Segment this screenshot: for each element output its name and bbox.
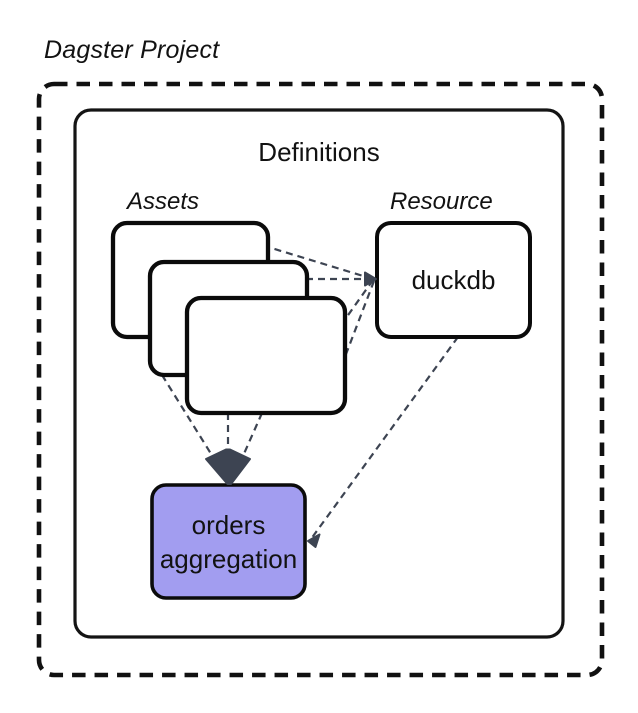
connectors	[161, 245, 459, 540]
duckdb-resource-node	[375, 221, 532, 339]
definitions-label: Definitions	[258, 137, 380, 167]
orders-node-label-line1: orders	[191, 509, 266, 540]
resource-label: Resource	[390, 188, 493, 215]
asset3-to-orders-connector	[241, 412, 264, 457]
orders-node-label-line2: aggregation	[159, 543, 298, 574]
merge-arrowhead-icon	[205, 448, 251, 485]
duckdb-to-orders-connector	[310, 336, 459, 540]
asset1-to-orders-connector	[161, 374, 214, 458]
asset-card-front	[184, 295, 348, 416]
orders-arrow-tip-icon	[307, 533, 321, 548]
duckdb-node-label: duckdb	[411, 264, 496, 295]
assets-label: Assets	[126, 188, 200, 215]
asset1-to-duckdb-connector	[267, 245, 374, 281]
duckdb-arrow-tip-icon	[364, 271, 377, 287]
asset-stack-to-duckdb-connector	[341, 280, 376, 363]
diagram-title: Dagster Project	[44, 36, 220, 64]
orders-node-label: orders aggregation	[152, 485, 305, 598]
asset3-to-duckdb-connector	[345, 279, 374, 319]
project-boundary	[36, 81, 605, 678]
